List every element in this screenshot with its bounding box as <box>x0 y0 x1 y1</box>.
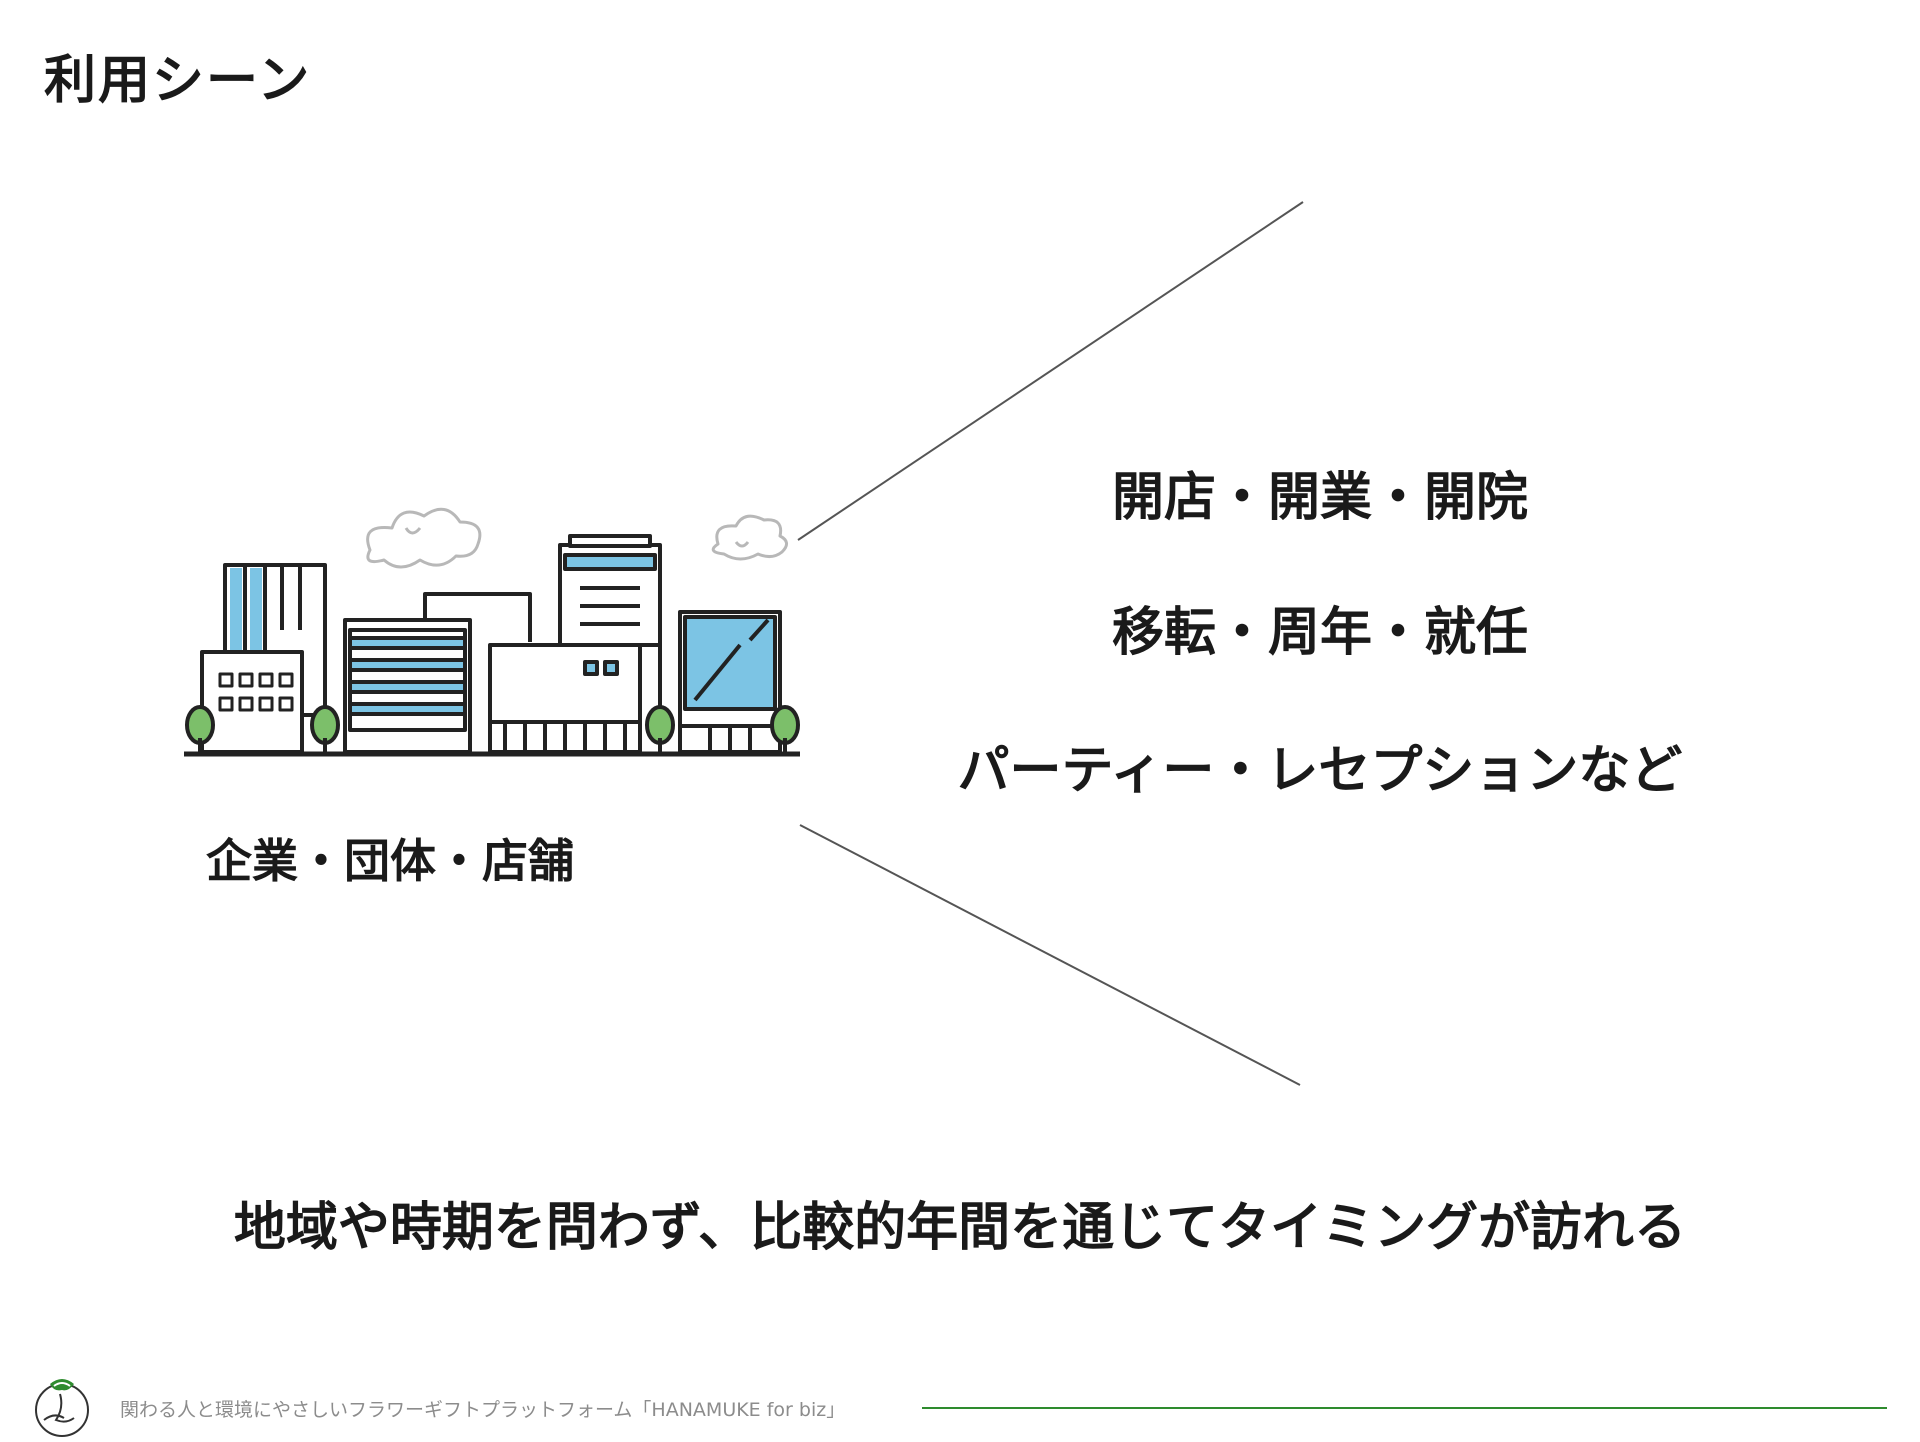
subject-label: 企業・団体・店舗 <box>206 834 574 888</box>
connector-line-upper <box>797 201 1304 541</box>
flower-logo-icon <box>35 1379 89 1437</box>
connector-line-lower <box>799 824 1301 1086</box>
scene-item: パーティー・レセプションなど <box>957 741 1683 801</box>
scene-item: 移転・周年・就任 <box>1111 603 1528 663</box>
cloud-icon <box>366 507 482 569</box>
footer-tagline: 関わる人と環境にやさしいフラワーギフトプラットフォーム「HANAMUKE for… <box>120 1399 846 1421</box>
footer-divider <box>922 1407 1887 1409</box>
summary-text: 地域や時期を問わず、比較的年間を通じてタイミングが訪れる <box>233 1198 1687 1258</box>
page-title: 利用シーン <box>44 51 312 111</box>
scene-item: 開店・開業・開院 <box>1111 468 1528 528</box>
cloud-icon <box>711 514 788 561</box>
city-buildings-icon <box>184 507 800 757</box>
